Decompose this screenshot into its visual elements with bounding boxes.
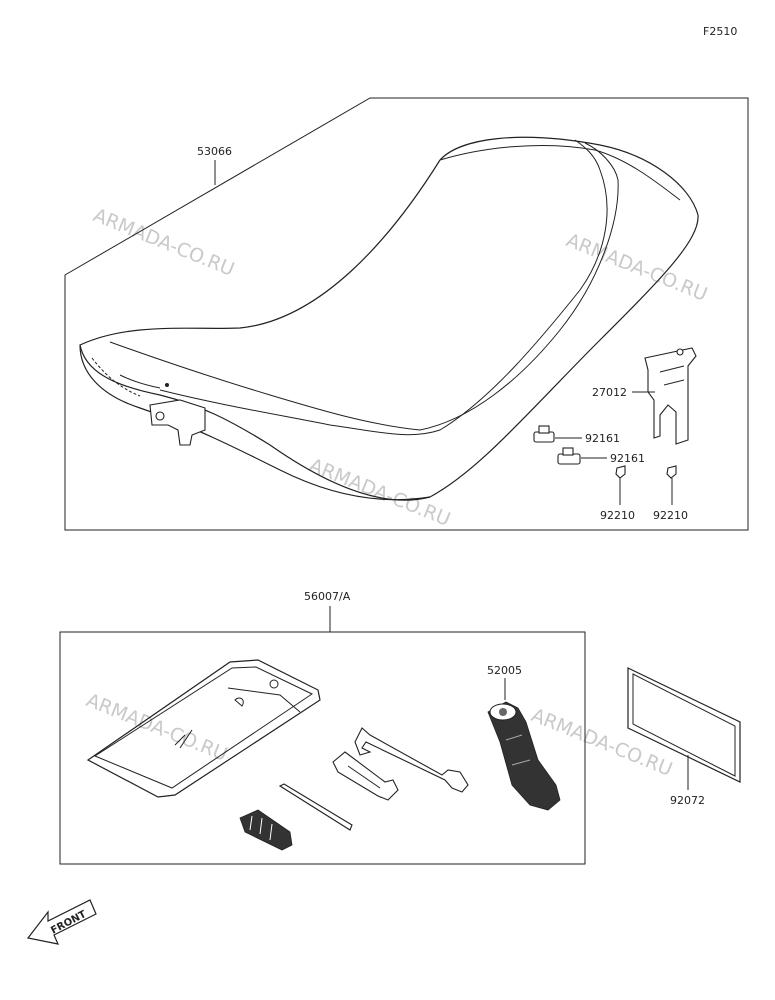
watermark-1: ARMADA-CO.RU	[90, 204, 237, 281]
label-27012[interactable]: 27012	[592, 386, 627, 399]
seat-piping-outer	[109, 142, 619, 431]
screwdriver-shaft-body	[278, 783, 353, 831]
box-wrench	[332, 751, 399, 801]
figure-code: F2510	[703, 25, 737, 38]
watermark-3: ARMADA-CO.RU	[306, 454, 453, 531]
tool-bag-button	[269, 679, 279, 689]
seat-outline	[79, 136, 699, 501]
box-wrench-body	[332, 751, 399, 801]
label-92210-a[interactable]: 92210	[600, 509, 635, 522]
owners-manual-92072	[627, 667, 741, 783]
clip-b-body	[666, 465, 677, 479]
label-53066[interactable]: 53066	[197, 145, 232, 158]
front-arrow-shape	[26, 899, 97, 945]
manual-inner	[632, 673, 736, 777]
label-92210-b[interactable]: 92210	[653, 509, 688, 522]
tool-bag-tab	[234, 697, 244, 707]
tool-kit-frame	[59, 631, 586, 865]
screwdriver-grip-ribs	[249, 815, 273, 841]
damper-a-top	[538, 425, 550, 434]
seat-hook-hole	[676, 348, 684, 356]
tool-bag-inner	[93, 666, 314, 789]
label-56007A[interactable]: 56007/A	[304, 590, 351, 603]
front-arrow: FRONT	[26, 899, 97, 945]
clip-92210-b	[666, 465, 677, 479]
label-52005[interactable]: 52005	[487, 664, 522, 677]
seat-pin	[165, 383, 169, 387]
seat-rear-crest	[439, 144, 681, 201]
handle-hex	[499, 708, 507, 716]
screwdriver-shaft	[278, 783, 353, 831]
seat-side-line	[119, 374, 161, 389]
seat-hook-body	[644, 347, 697, 445]
screwdriver-grip-body	[239, 809, 293, 851]
seat-hook-detail	[659, 365, 685, 386]
front-label: FRONT	[49, 909, 88, 937]
damper-92161-a	[533, 425, 555, 443]
tool-bag-stitch	[174, 729, 193, 749]
damper-92161-b	[557, 447, 581, 465]
tool-bag-flap	[227, 687, 301, 713]
box-wrench-line	[347, 765, 381, 789]
tool-kit-group: 56007/A	[59, 590, 586, 865]
handle-highlight	[505, 734, 531, 766]
seat-group: 53066 27012	[64, 97, 749, 531]
tool-bag	[86, 659, 321, 798]
seat-side-texture	[91, 357, 141, 397]
watermarks: ARMADA-CO.RU ARMADA-CO.RU ARMADA-CO.RU A…	[83, 204, 710, 781]
clip-a-body	[615, 465, 626, 479]
seat-hook-27012	[644, 347, 697, 445]
seat-drawing	[79, 136, 699, 501]
spanner	[354, 727, 469, 793]
damper-b-top	[562, 447, 574, 456]
seat-tongue-hole	[155, 411, 165, 421]
handle-body	[487, 701, 561, 811]
screwdriver-grip	[239, 809, 293, 851]
seat-lower-edge	[79, 344, 431, 501]
handle-52005	[487, 701, 561, 811]
watermark-4: ARMADA-CO.RU	[83, 689, 230, 766]
label-92161-b[interactable]: 92161	[610, 452, 645, 465]
manual-outline	[627, 667, 741, 783]
seat-piping-inner	[159, 139, 608, 436]
label-92072[interactable]: 92072	[670, 794, 705, 807]
label-92161-a[interactable]: 92161	[585, 432, 620, 445]
seat-front-tongue	[149, 399, 206, 446]
watermark-5: ARMADA-CO.RU	[528, 704, 675, 781]
clip-92210-a	[615, 465, 626, 479]
watermark-2: ARMADA-CO.RU	[563, 229, 710, 306]
tool-bag-outline	[86, 659, 321, 798]
seat-group-frame	[64, 97, 749, 531]
spanner-body	[354, 727, 469, 793]
